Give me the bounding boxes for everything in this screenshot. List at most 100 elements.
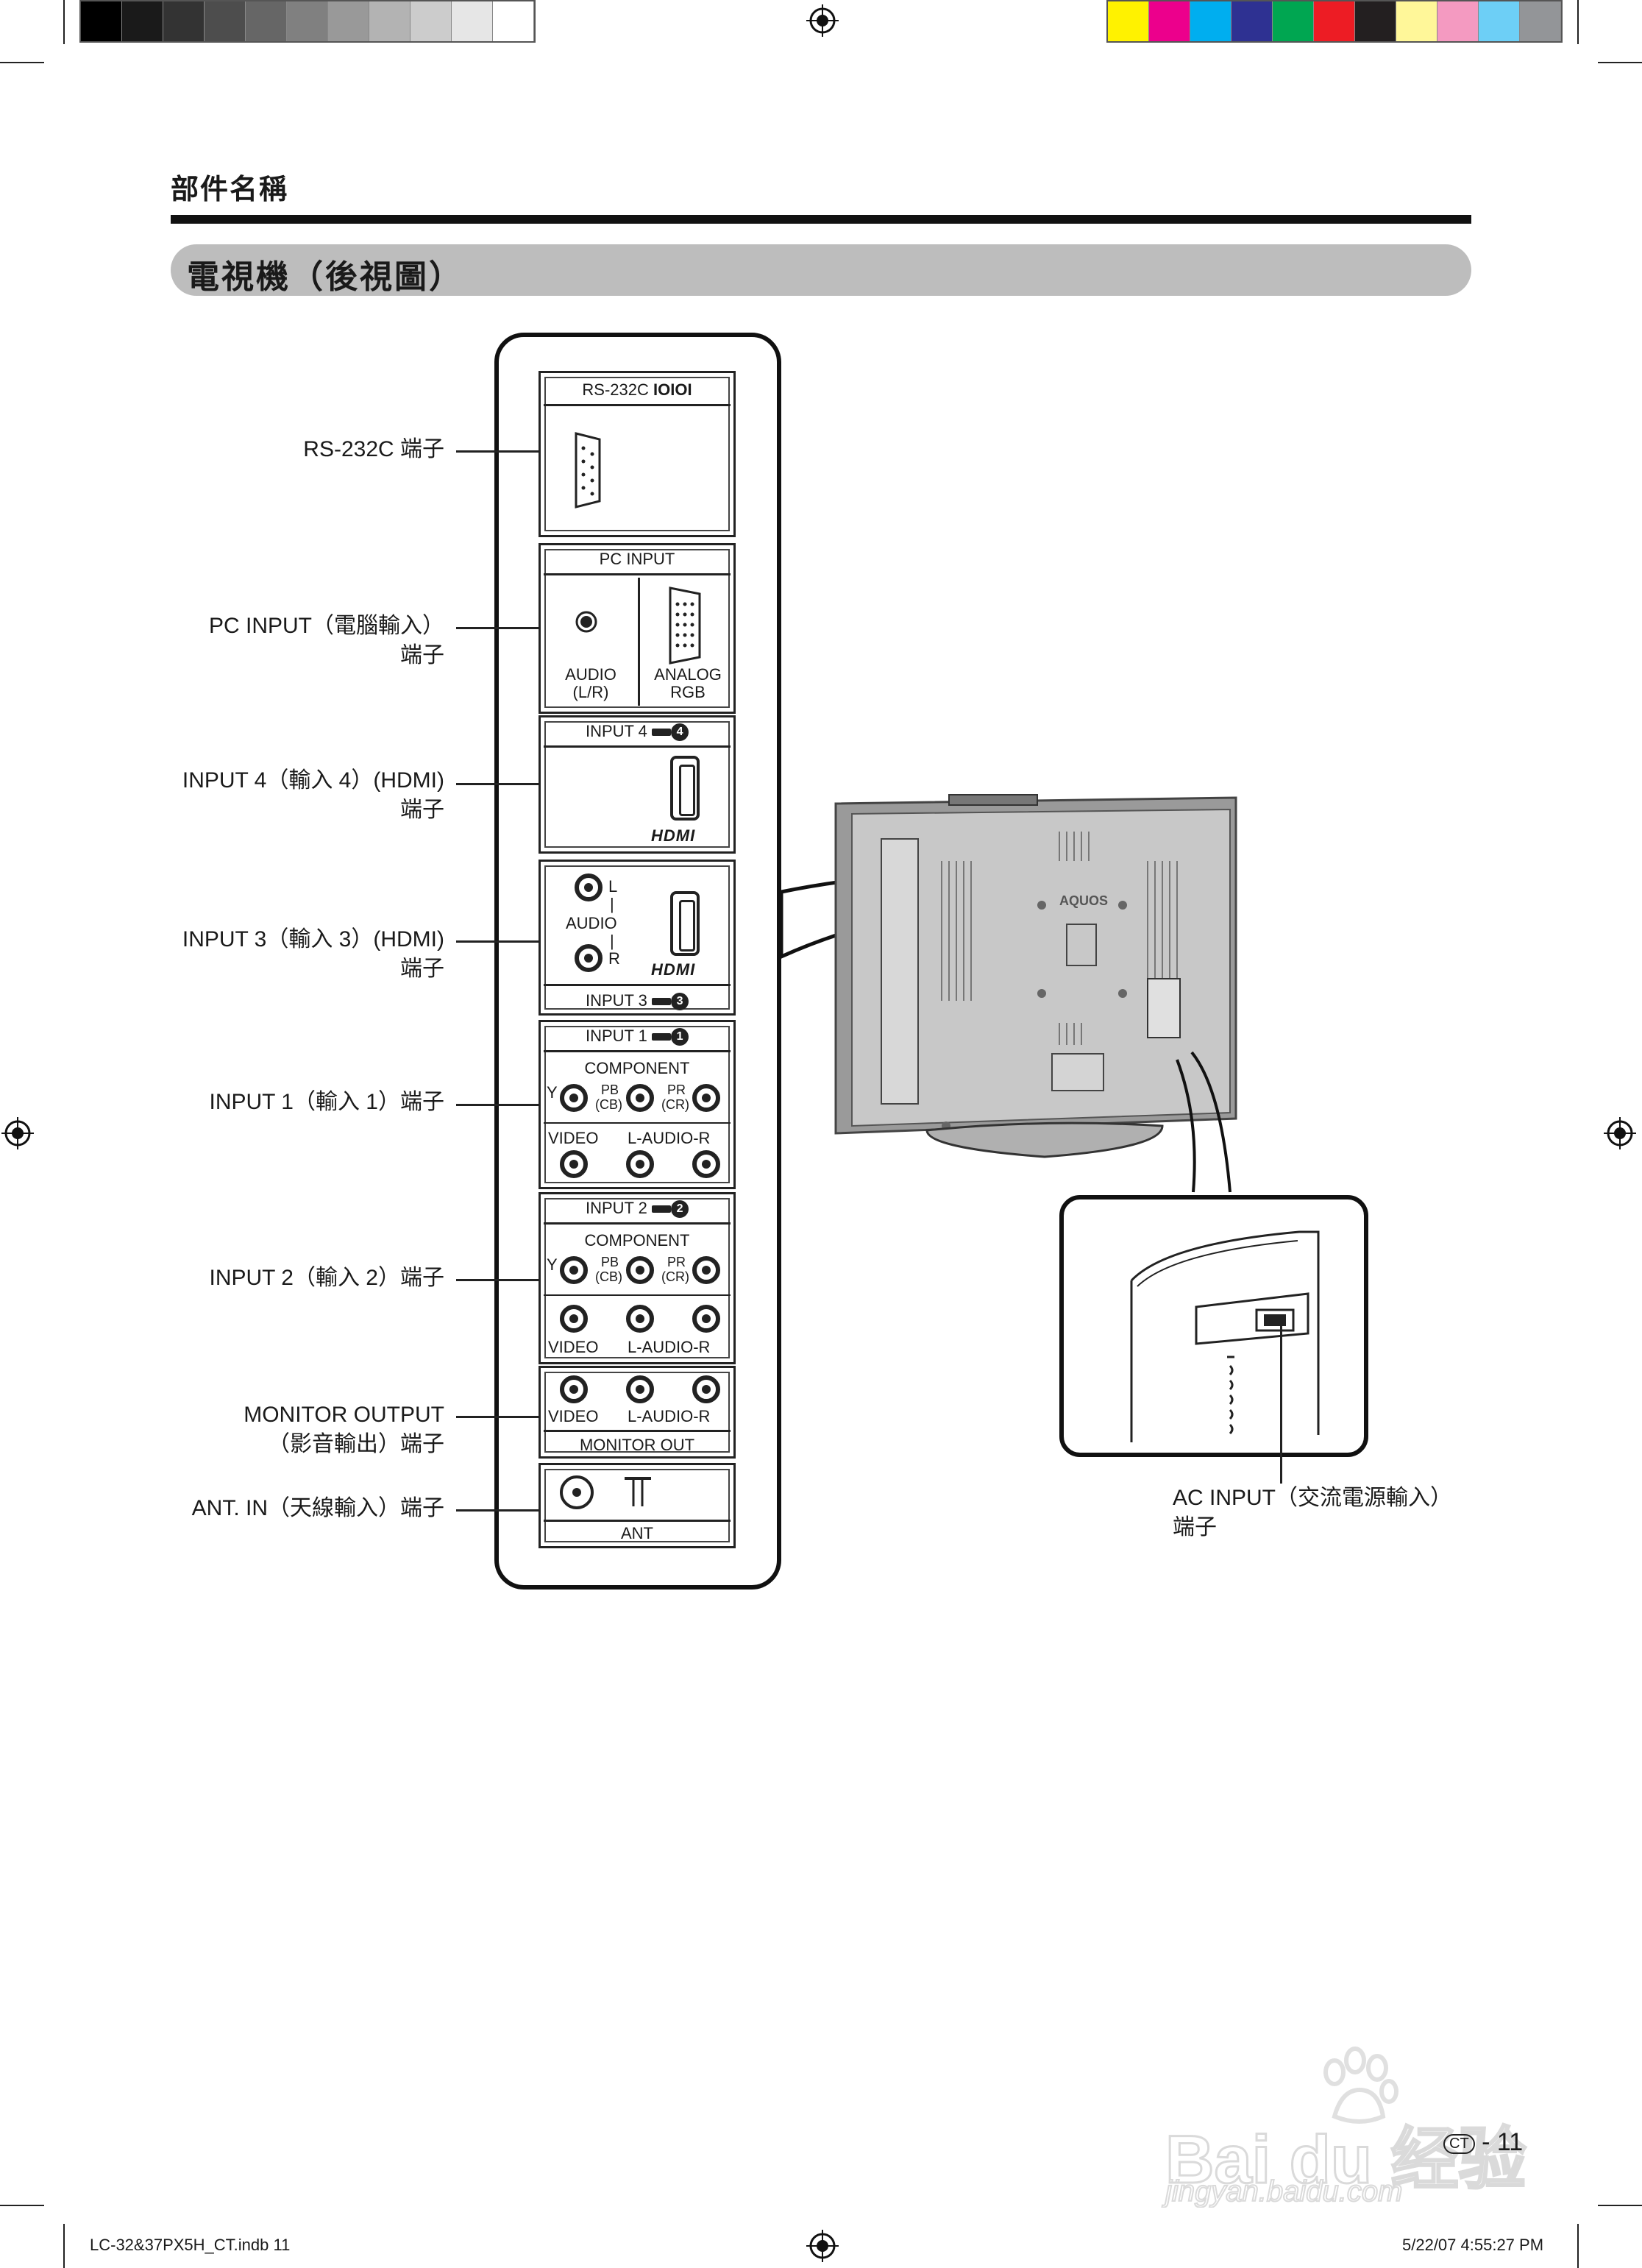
registration-mark-left bbox=[1, 1117, 34, 1149]
video-jack-icon bbox=[560, 1375, 588, 1403]
cb-label: (CB) bbox=[595, 1097, 622, 1112]
leader-line bbox=[456, 1509, 539, 1512]
pc-input-head: PC INPUT bbox=[599, 550, 675, 568]
antenna-coax-jack-icon bbox=[560, 1475, 594, 1509]
monitor-callout: MONITOR OUTPUT（影音輸出）端子 bbox=[244, 1400, 444, 1459]
box-divider bbox=[544, 1520, 731, 1522]
page-number: CT - 11 bbox=[1443, 2128, 1523, 2157]
crop-mark bbox=[1598, 2205, 1642, 2206]
pr-label: PR bbox=[667, 1255, 686, 1269]
input3-callout-sub: 端子 bbox=[400, 957, 444, 981]
rs232c-box: RS-232C IOIOI bbox=[539, 371, 736, 537]
box-divider bbox=[544, 984, 731, 986]
pc-input-box: PC INPUT AUDIO (L/R) ANALOG RGB bbox=[539, 543, 736, 714]
paw-logo-icon bbox=[1323, 2046, 1398, 2124]
footer-date: 5/22/07 4:55:27 PM bbox=[1402, 2236, 1544, 2254]
input2-badge: 2 bbox=[671, 1200, 689, 1219]
color-calibration-bar bbox=[1106, 0, 1563, 43]
component-pb-jack-icon bbox=[626, 1084, 654, 1112]
ac-input-zoom-inset bbox=[1059, 1195, 1368, 1457]
ac-input-callout-sub: 端子 bbox=[1173, 1515, 1217, 1539]
rs232c-head: RS-232C bbox=[582, 380, 649, 399]
input2-callout: INPUT 2（輸入 2）端子 bbox=[210, 1264, 445, 1293]
y-label: Y bbox=[547, 1083, 558, 1102]
calibration-swatch bbox=[163, 1, 205, 41]
calibration-swatch bbox=[287, 1, 328, 41]
input1-callout-text: INPUT 1（輸入 1）端子 bbox=[209, 1090, 445, 1114]
pr-label: PR bbox=[667, 1082, 686, 1097]
input4-box: INPUT 4 4 HDMI bbox=[539, 715, 736, 854]
page-number-text: - 11 bbox=[1482, 2128, 1524, 2156]
hdmi-logo: HDMI bbox=[651, 960, 696, 979]
calibration-swatch bbox=[328, 1, 369, 41]
pc-analog-sub: RGB bbox=[670, 683, 706, 701]
audio-r-jack-icon bbox=[692, 1305, 720, 1333]
ant-box: ANT bbox=[539, 1463, 736, 1548]
watermark: Bai du 经验 jingyan.baidu.com bbox=[1165, 2046, 1577, 2208]
calibration-swatch bbox=[1520, 1, 1561, 41]
crop-mark bbox=[63, 2224, 65, 2268]
audio-r-jack-icon bbox=[692, 1375, 720, 1403]
registration-mark-bottom bbox=[806, 2230, 839, 2262]
input4-callout: INPUT 4（輸入 4）(HDMI) 端子 bbox=[182, 766, 444, 825]
cr-label: (CR) bbox=[661, 1269, 689, 1284]
calibration-swatch bbox=[1479, 1, 1520, 41]
input4-callout-sub: 端子 bbox=[400, 798, 444, 822]
calibration-swatch bbox=[1396, 1, 1437, 41]
tv-brand-text: AQUOS bbox=[1059, 893, 1108, 908]
audio-mini-jack-icon bbox=[575, 611, 597, 633]
video-label: VIDEO bbox=[548, 1407, 599, 1425]
input1-component: COMPONENT bbox=[584, 1059, 690, 1077]
page-title: 電視機（後視圖） bbox=[187, 259, 463, 295]
audio-r-jack-icon bbox=[692, 1150, 720, 1178]
calibration-swatch bbox=[1190, 1, 1232, 41]
tv-rear-illustration: AQUOS bbox=[779, 794, 1237, 1193]
registration-mark-top bbox=[806, 4, 839, 37]
input2-callout-text: INPUT 2（輸入 2）端子 bbox=[209, 1266, 445, 1290]
input2-box: INPUT 2 2 COMPONENT Y PB (CB) PR (CR) VI… bbox=[539, 1192, 736, 1364]
component-pr-jack-icon bbox=[692, 1084, 720, 1112]
pc-analog-label: ANALOG bbox=[654, 665, 722, 684]
leader-line bbox=[456, 783, 539, 785]
input4-badge: 4 bbox=[671, 723, 689, 742]
calibration-swatch bbox=[1437, 1, 1479, 41]
input2-component: COMPONENT bbox=[584, 1231, 690, 1250]
pb-label: PB bbox=[601, 1255, 619, 1269]
calibration-swatch bbox=[1273, 1, 1314, 41]
calibration-swatch bbox=[246, 1, 287, 41]
pc-input-callout-text: PC INPUT（電腦輸入） bbox=[208, 614, 444, 638]
box-divider bbox=[544, 1050, 731, 1052]
calibration-swatch bbox=[1232, 1, 1273, 41]
hdmi-port-icon bbox=[670, 891, 700, 956]
calibration-swatch bbox=[1149, 1, 1190, 41]
box-divider bbox=[544, 404, 731, 406]
ac-socket-closeup-icon bbox=[1130, 1230, 1320, 1442]
input4-callout-text: INPUT 4（輸入 4）(HDMI) bbox=[182, 768, 444, 793]
gray-calibration-bar bbox=[79, 0, 536, 43]
leader-line bbox=[456, 450, 539, 453]
footer-file: LC-32&37PX5H_CT.indb 11 bbox=[90, 2236, 291, 2254]
ant-callout: ANT. IN（天線輸入）端子 bbox=[192, 1494, 444, 1523]
audio-l-label: L bbox=[608, 877, 618, 896]
monitor-out-box: VIDEO L-AUDIO-R MONITOR OUT bbox=[539, 1366, 736, 1459]
video-label: VIDEO bbox=[548, 1338, 599, 1356]
leader-line bbox=[456, 1416, 539, 1418]
box-divider bbox=[544, 573, 731, 575]
input3-callout: INPUT 3（輸入 3）(HDMI) 端子 bbox=[182, 925, 444, 984]
ant-foot: ANT bbox=[621, 1524, 653, 1542]
audio-r-label: R bbox=[608, 949, 620, 968]
pc-input-callout-sub: 端子 bbox=[400, 643, 444, 667]
cr-label: (CR) bbox=[661, 1097, 689, 1112]
leader-line bbox=[456, 1279, 539, 1281]
input3-callout-text: INPUT 3（輸入 3）(HDMI) bbox=[182, 927, 444, 952]
input1-head: INPUT 1 bbox=[585, 1027, 647, 1045]
vga-port-icon bbox=[669, 587, 701, 665]
input-badge-icon bbox=[652, 729, 672, 737]
calibration-swatch bbox=[1108, 1, 1149, 41]
crop-mark bbox=[0, 2205, 44, 2206]
input1-box: INPUT 1 1 COMPONENT Y PB (CB) PR (CR) VI… bbox=[539, 1020, 736, 1189]
input4-head: INPUT 4 bbox=[585, 722, 647, 740]
component-y-jack-icon bbox=[560, 1084, 588, 1112]
leader-line bbox=[456, 940, 539, 943]
audio-label: L-AUDIO-R bbox=[628, 1338, 711, 1356]
